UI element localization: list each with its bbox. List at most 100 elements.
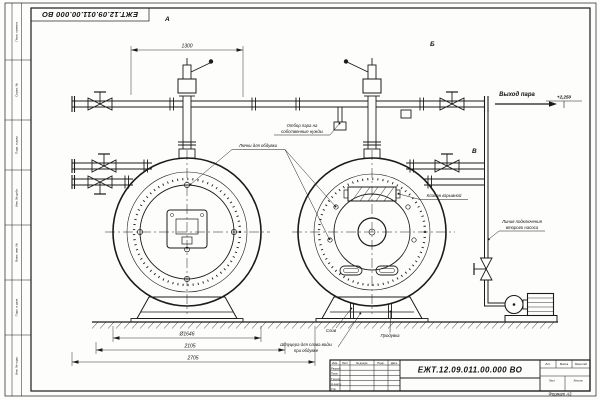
gate-valve-feed-left-1	[91, 153, 117, 173]
second-pump-text-1: Линия подключения	[501, 219, 543, 224]
stamp-scale-label: Масштаб	[575, 362, 587, 366]
safety-valve-left	[177, 58, 214, 159]
front-view-a	[105, 150, 270, 323]
blowdown-stub	[388, 304, 392, 319]
drain-nozzles-text-2: при обдувке	[294, 348, 319, 353]
stamp-sheets-label: Листов	[573, 379, 583, 383]
gate-valve-pump-line	[473, 257, 493, 281]
view-label-b: Б	[430, 41, 435, 48]
drain-text: Слив	[326, 328, 337, 333]
stamp-designation: ЕЖТ.12.09.011.00.000 ВО	[418, 365, 523, 374]
stamp-col-data: Дата	[391, 361, 398, 365]
feedwater-piping-right	[406, 153, 485, 189]
side-stamp-label: Инв. № подл.	[15, 356, 19, 375]
stamp-row-prov: Пров.	[331, 372, 339, 376]
annotation-own-needs: Отбор пара на собственные нужды	[274, 122, 341, 136]
dimension-diameter: Ø1646	[112, 326, 262, 342]
blow-hatch-port	[405, 204, 411, 210]
handhole-right	[375, 265, 399, 276]
drain-nozzles-text-1: Штуцера для слива воды	[280, 342, 332, 347]
own-needs-takeoff	[333, 107, 347, 131]
format-note: Формат А3	[549, 392, 573, 397]
blow-hatch-port	[333, 204, 339, 210]
sight-glass	[357, 217, 387, 247]
own-needs-text-2: собственные нужды	[281, 129, 324, 134]
dimension-1300: 1300	[130, 44, 244, 97]
left-column-stamps: Перв. примен. Справ. № Подп. и дата Инв.…	[15, 21, 19, 374]
stamp-row-razrab: Разраб.	[331, 366, 341, 370]
blow-hatch-port	[327, 237, 333, 243]
dim-pitch-value: 1300	[181, 44, 192, 50]
gate-valve-steam-left	[87, 91, 113, 111]
side-stamp-label: Подп. и дата	[15, 136, 19, 154]
own-needs-text-1: Отбор пара на	[287, 123, 318, 128]
annotation-explosion-valve: Клапан взрывной	[397, 192, 468, 200]
blowdown-text: Продувка	[380, 333, 400, 338]
valve-lever-weight	[343, 59, 349, 64]
flow-arrow-icon	[549, 101, 557, 107]
gate-valve-feed-right-1	[434, 153, 460, 173]
steam-header-piping	[71, 91, 489, 131]
second-pump-text-2: второго насоса	[506, 225, 539, 230]
side-stamp-label: Подп. и дата	[15, 298, 19, 316]
annotation-blow-hatches: Лючки для обдувки	[189, 143, 337, 240]
view-label-v: В	[472, 148, 477, 155]
stamp-sheet-label: Лист	[549, 379, 556, 383]
side-stamp-label: Справ. №	[15, 82, 19, 96]
saddle-support-left	[130, 296, 244, 323]
gauge-fitting	[400, 109, 412, 119]
stamp-lit-label: Лит.	[545, 362, 550, 366]
pump-motor	[526, 292, 555, 317]
designation-top-text: ЕЖТ.12.09.011.00.000 ВО	[42, 10, 138, 19]
dimension-2105: 2105	[95, 342, 286, 354]
annotation-blowdown: Продувка	[380, 310, 400, 338]
pump-base	[504, 315, 558, 323]
blow-hatch-port	[411, 237, 417, 243]
front-view-b	[292, 150, 455, 323]
dim-diameter-value: Ø1646	[178, 332, 194, 338]
gate-valve-steam-right	[439, 91, 465, 111]
stamp-row-nkontr: Н.контр.	[331, 382, 342, 386]
stamp-row-tkontr: Т.контр.	[331, 377, 341, 381]
valve-lever-weight	[208, 59, 214, 64]
explosion-valve	[343, 186, 401, 202]
stamp-row-utv: Утв.	[331, 387, 337, 391]
dim-overall-width-value: 2705	[186, 356, 198, 362]
manhole-bolt-ring-left	[132, 177, 242, 287]
stamp-col-list: Лист	[342, 361, 349, 365]
annotation-second-pump: Линия подключения второго насоса	[487, 219, 545, 241]
second-pump-line	[473, 112, 505, 307]
stamp-col-doc: № докум.	[356, 361, 369, 365]
dimension-2705: 2705	[71, 326, 316, 366]
steam-outlet-callout: Выход пара +2,250	[495, 92, 582, 108]
gate-valve-feed-left-2	[87, 175, 113, 195]
explosion-valve-text: Клапан взрывной	[427, 193, 462, 198]
steam-outlet-label: Выход пара	[499, 92, 535, 98]
top-designation-stamp: ЕЖТ.12.09.011.00.000 ВО	[30, 7, 150, 22]
pump-coupling	[522, 299, 528, 310]
sheet-frame	[4, 2, 597, 397]
stamp-mass-label: Масса	[560, 362, 569, 366]
side-stamp-label: Взам. инв. №	[15, 242, 19, 261]
ground-hatch	[91, 321, 555, 329]
title-block: Изм. Лист № докум. Подп. Дата Разраб. Пр…	[329, 359, 591, 392]
pump-unit	[504, 292, 558, 323]
blow-hatches-text: Лючки для обдувки	[238, 143, 278, 148]
side-stamp-label: Перв. примен.	[15, 21, 19, 41]
safety-valve-right	[343, 58, 382, 159]
stamp-col-podp: Подп.	[377, 361, 385, 365]
annotation-drain-nozzles: Штуцера для слива воды при обдувке	[280, 312, 362, 353]
feedwater-piping-left	[71, 153, 152, 195]
annotation-drain: Слив	[326, 307, 353, 333]
handhole-left	[339, 265, 363, 276]
manhole-bolt-ring-right	[317, 177, 427, 287]
side-stamp-label: Инв. № дубл.	[15, 188, 19, 207]
burner-assembly	[166, 209, 208, 253]
stamp-col-izm: Изм.	[332, 361, 338, 365]
level-mark-label: +2,250	[557, 95, 572, 100]
saddle-support-right	[315, 296, 429, 323]
drain-stub-left	[350, 303, 354, 319]
view-label-a: А	[164, 16, 170, 23]
